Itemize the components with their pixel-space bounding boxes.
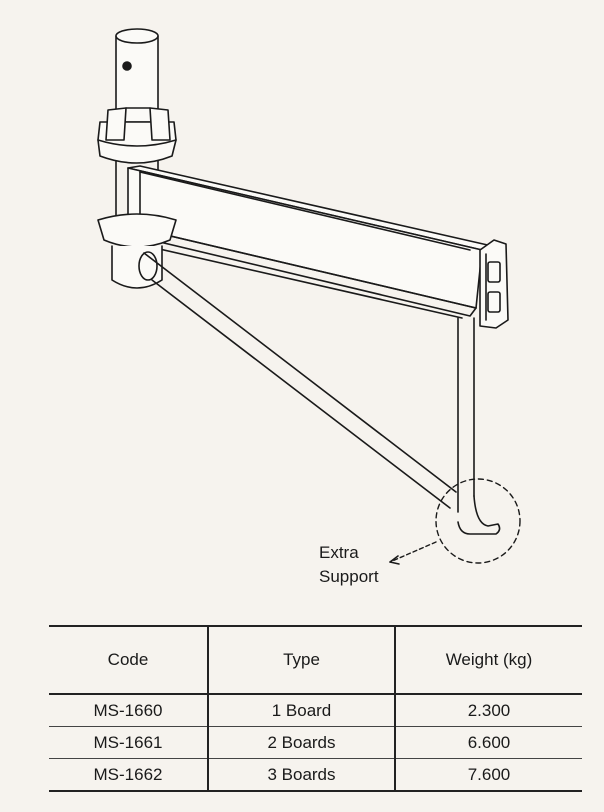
cell-type: 1 Board	[207, 694, 395, 727]
table-row: MS-1660 1 Board 2.300	[49, 694, 582, 727]
column-header-weight: Weight (kg)	[394, 625, 582, 695]
extra-support-highlight	[435, 478, 521, 564]
cell-code: MS-1660	[49, 694, 208, 727]
end-clip	[479, 239, 509, 329]
cell-weight: 7.600	[394, 758, 582, 792]
table-row: MS-1662 3 Boards 7.600	[49, 758, 582, 792]
upper-clamp	[97, 107, 177, 164]
top-beam	[117, 165, 493, 319]
cell-type: 3 Boards	[207, 758, 395, 792]
spec-table: Code Type Weight (kg) MS-1660 1 Board 2.…	[49, 625, 582, 792]
cell-weight: 2.300	[394, 694, 582, 727]
bracket-illustration	[97, 28, 521, 565]
callout-label-line2: Support	[319, 567, 379, 586]
cell-type: 2 Boards	[207, 726, 395, 759]
diagonal-brace	[138, 251, 457, 509]
lower-clamp	[97, 213, 177, 289]
callout-label: Extra Support	[319, 541, 379, 589]
column-header-type: Type	[207, 625, 395, 695]
support-leg	[457, 317, 501, 535]
cell-weight: 6.600	[394, 726, 582, 759]
cell-code: MS-1662	[49, 758, 208, 792]
column-header-code: Code	[49, 625, 208, 695]
callout-label-line1: Extra	[319, 543, 359, 562]
table-header-row: Code Type Weight (kg)	[49, 625, 582, 695]
callout-arrow	[389, 541, 437, 565]
table-row: MS-1661 2 Boards 6.600	[49, 726, 582, 759]
cell-code: MS-1661	[49, 726, 208, 759]
